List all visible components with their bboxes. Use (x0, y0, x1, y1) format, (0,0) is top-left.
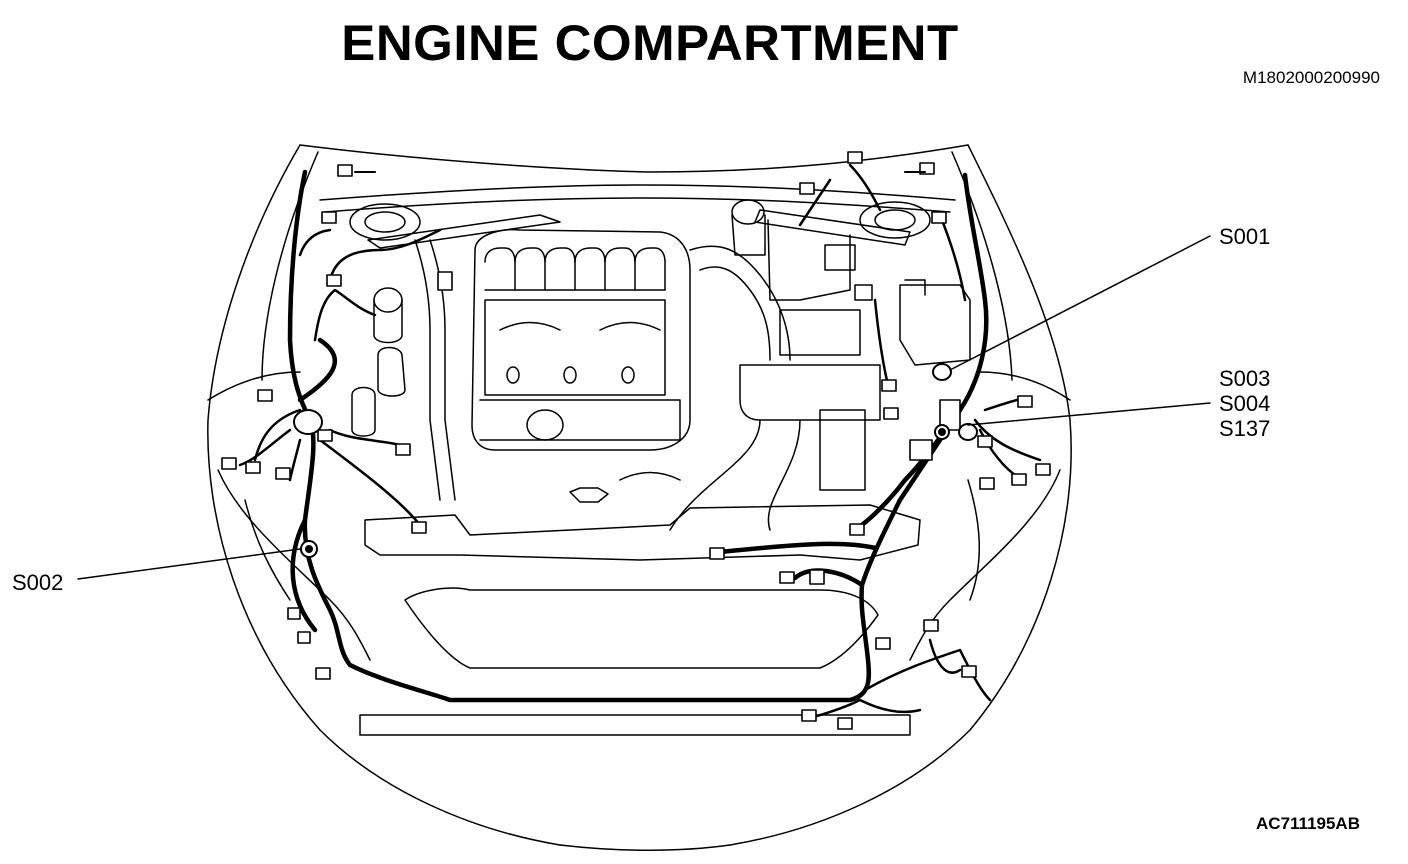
wiring-harness (287, 169, 989, 703)
document-number: M1802000200990 (1242, 68, 1380, 87)
s003-leader (967, 402, 1211, 426)
left-reservoirs (351, 239, 456, 501)
intake-duct (669, 199, 881, 531)
callout-label: S004 (1219, 391, 1271, 416)
engine-block (471, 228, 691, 451)
splice-markers (300, 424, 950, 558)
connectors (221, 151, 1051, 730)
strut-tower-bar (319, 184, 956, 249)
figure-number: AC711195AB (1256, 814, 1360, 833)
s002-leader (77, 548, 301, 580)
body-outline (207, 144, 1072, 851)
callout-label: S137 (1219, 416, 1271, 441)
callout-leaders (77, 235, 1211, 580)
callout-label: S003 (1219, 366, 1271, 391)
radiator-support (359, 471, 921, 736)
callout-s002: S002 (12, 570, 63, 595)
ground-points (293, 171, 978, 441)
callout-label: S002 (12, 570, 64, 595)
diagram-title: ENGINE COMPARTMENT (341, 15, 959, 71)
s001-leader (949, 235, 1211, 371)
callout-s003-s004-s137: S003 S004 S137 (1219, 366, 1270, 441)
callout-s001: S001 (1219, 224, 1270, 249)
callout-label: S001 (1219, 224, 1271, 249)
